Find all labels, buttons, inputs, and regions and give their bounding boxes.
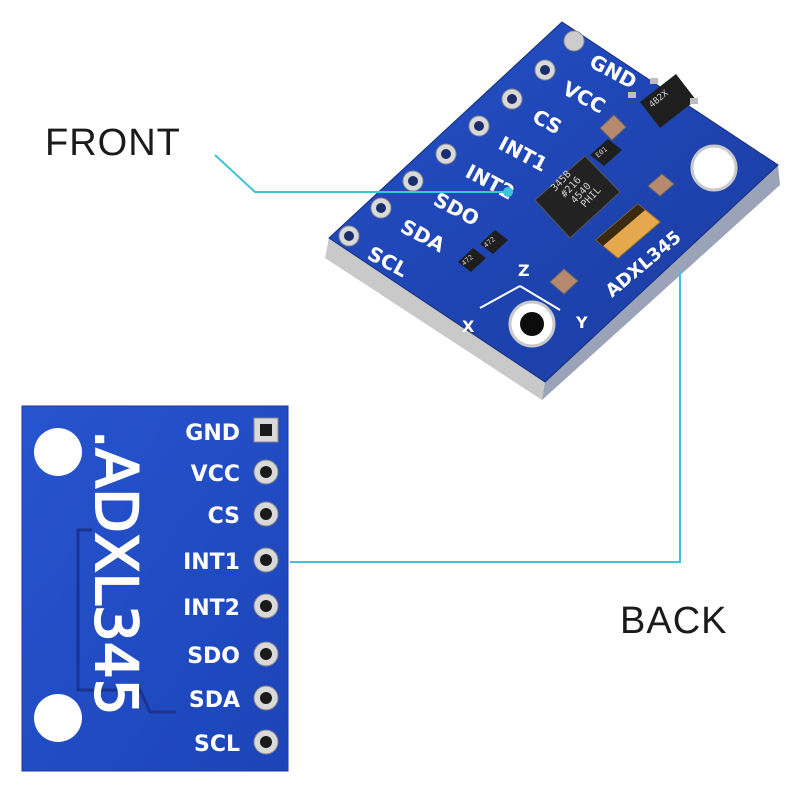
front-pin-holes (338, 30, 585, 247)
back-pin-pads (253, 417, 279, 755)
back-pin-label: SDO (187, 644, 240, 669)
back-pin-label: INT2 (183, 596, 240, 621)
leader-lines (214, 154, 681, 563)
back-model-label: .ADXL345 (82, 430, 150, 716)
axis-label: Y (575, 313, 588, 332)
accelerometer-chip: 345B #216 4540 PHIL (534, 155, 621, 239)
back-pin-label: CS (208, 504, 240, 529)
tantalum-capacitor (595, 203, 661, 259)
back-pin-label: SDA (189, 688, 240, 713)
front-board: GND VCC CS INT1 INT2 SDO SDA SCL 345B #2… (325, 21, 780, 400)
back-pin-label: SCL (194, 732, 240, 757)
voltage-regulator: 4B2X (628, 74, 698, 128)
front-callout-label: FRONT (45, 122, 181, 164)
axis-label: X (462, 317, 475, 336)
back-pin-labels: GND VCC CS INT1 INT2 SDO SDA SCL (183, 421, 240, 757)
back-pin-label: INT1 (183, 550, 240, 575)
back-pin-label: VCC (191, 462, 240, 487)
mounting-hole (34, 428, 82, 476)
back-pin-label: GND (185, 421, 240, 446)
axis-arrows (479, 285, 561, 311)
back-callout-label: BACK (620, 600, 728, 642)
mounting-hole (34, 694, 82, 742)
front-leader-line (214, 154, 505, 193)
axis-label: Z (518, 261, 530, 280)
back-leader-line (290, 270, 681, 563)
back-board: .ADXL345 GND VCC CS INT1 INT2 SDO (21, 405, 289, 772)
passive-components: E01 472 472 (458, 114, 675, 295)
